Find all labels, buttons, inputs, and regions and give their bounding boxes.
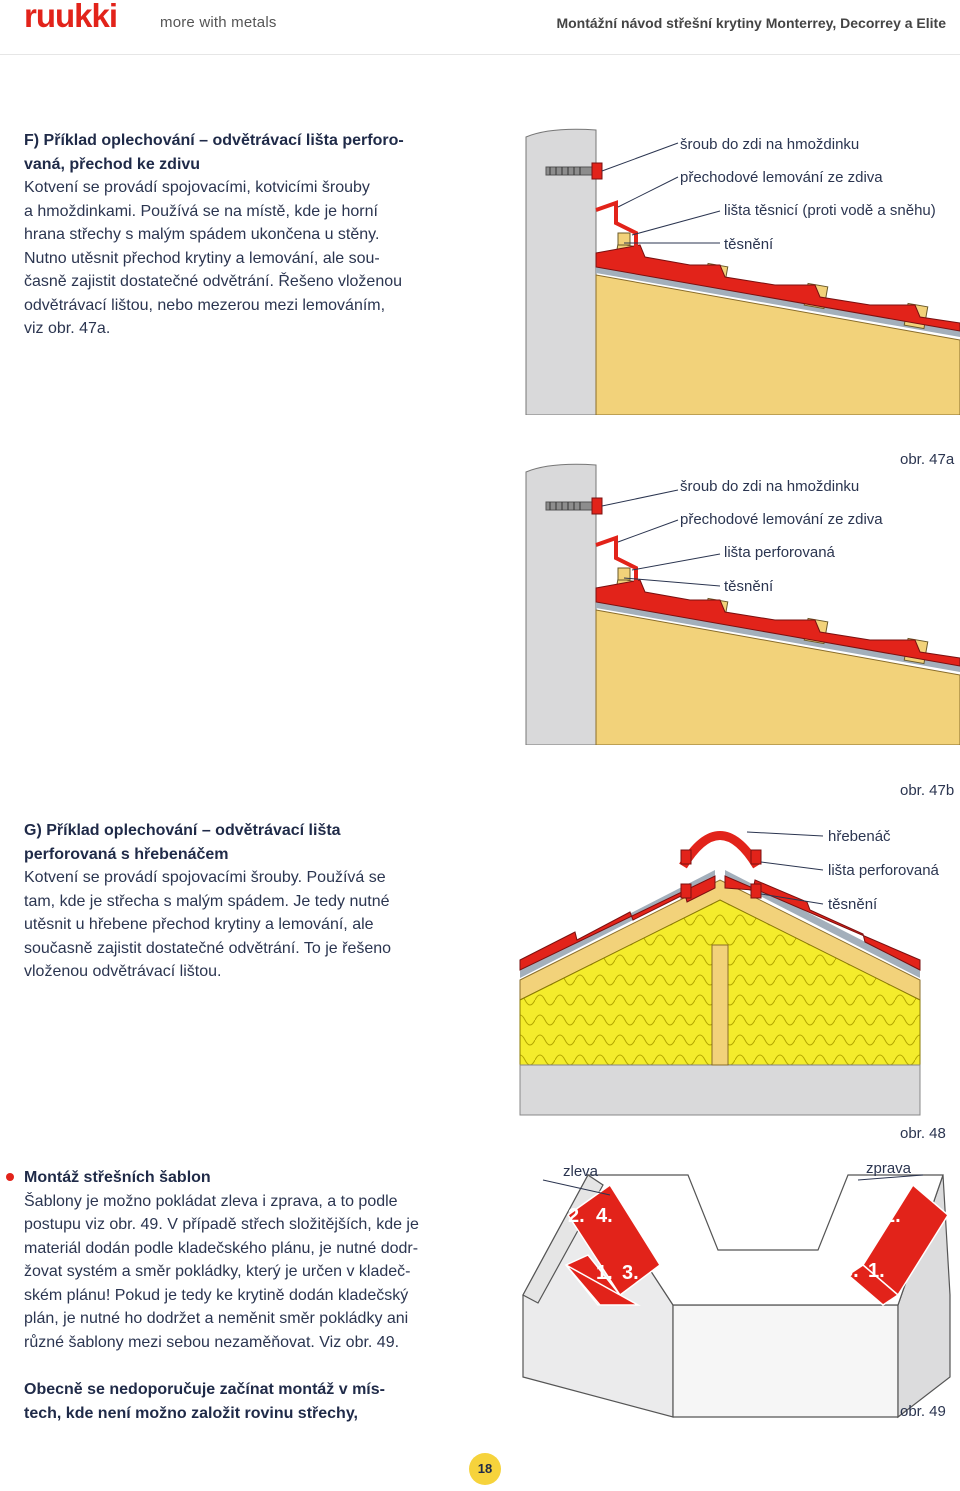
section-montaz-line: plán, je nutné ho dodržet a neměnit směr… bbox=[24, 1310, 409, 1327]
right-roof-sheets bbox=[846, 1183, 949, 1306]
roofing-sheet bbox=[595, 579, 960, 667]
section-montaz-line: žovat systém a směr pokládky, který je u… bbox=[24, 1263, 411, 1280]
section-f-line: viz obr. 47a. bbox=[24, 320, 111, 337]
section-f-line: odvětrávací lištou, nebo mezerou mezi le… bbox=[24, 296, 386, 314]
zprava-line bbox=[857, 1174, 924, 1181]
section-f-text: F) Příklad oplechování – odvětrávací liš… bbox=[24, 129, 464, 341]
fig49-label-left: zleva bbox=[563, 1163, 599, 1180]
fig49-right-number: 1. bbox=[868, 1260, 885, 1282]
flashing bbox=[595, 535, 638, 582]
leader-lines bbox=[601, 489, 721, 587]
ridge-post bbox=[711, 944, 729, 1066]
bullet-icon bbox=[6, 1173, 14, 1181]
section-montaz-line: ském plánu! Pokud je tedy ke krytině dod… bbox=[24, 1286, 409, 1304]
section-f-heading-line2: vaná, přechod ke zdivu bbox=[24, 155, 201, 173]
fig49-label-right: zprava bbox=[866, 1160, 912, 1177]
document-title: Montážní návod střešní krytiny Monterrey… bbox=[556, 15, 946, 31]
section-g-heading-line1: G) Příklad oplechování – odvětrávací liš… bbox=[24, 822, 341, 839]
seal-strip bbox=[617, 232, 631, 246]
fig49-left-number: 2. bbox=[568, 1205, 585, 1227]
section-g-line: tam, kde je střecha s malým spádem. Je t… bbox=[24, 892, 390, 910]
note-line1: Obecně se nedoporučuje začínat montáž v … bbox=[24, 1381, 385, 1398]
leader-lines bbox=[601, 142, 721, 244]
figure-47a-drawing bbox=[525, 128, 960, 415]
section-montaz-text: Montáž střešních šablon Šablony je možno… bbox=[24, 1166, 464, 1354]
fig49-right-number: 2. bbox=[884, 1205, 901, 1227]
fig48-caption: obr. 48 bbox=[900, 1125, 946, 1142]
seal-strip bbox=[617, 567, 631, 581]
header-divider bbox=[0, 54, 960, 55]
ridge-cap bbox=[679, 831, 761, 869]
figure-49-drawing bbox=[522, 1173, 951, 1419]
fig48-label-seal: těsnění bbox=[828, 896, 878, 913]
section-montaz-heading: Montáž střešních šablon bbox=[24, 1169, 211, 1186]
fig49-left-number: 1. bbox=[596, 1262, 613, 1284]
wall-screw bbox=[545, 162, 603, 180]
wall-screw bbox=[545, 497, 603, 515]
underlay-membrane bbox=[596, 267, 960, 337]
fig47b-caption: obr. 47b bbox=[900, 782, 955, 799]
tagline: more with metals bbox=[160, 14, 277, 31]
fig48-label-ridge-cap: hřebenáč bbox=[828, 828, 891, 845]
underlay-membrane bbox=[596, 602, 960, 672]
rafter bbox=[595, 609, 960, 745]
fig47a-label-seal: těsnění bbox=[724, 236, 774, 253]
section-g-line: vloženou odvětrávací lištou. bbox=[24, 963, 222, 980]
fig49-left-number: 4. bbox=[596, 1205, 613, 1227]
section-f-line: a hmoždinkami. Používá se na místě, kde … bbox=[24, 202, 378, 220]
ceiling bbox=[519, 1064, 921, 1116]
fig49-left-number: 3. bbox=[622, 1262, 639, 1284]
fig47a-label-sealing-strip: lišta těsnicí (proti vodě a sněhu) bbox=[724, 202, 936, 219]
section-g-line: utěsnit u hřebene přechod krytiny a lemo… bbox=[24, 916, 374, 933]
roofing-sheet bbox=[595, 244, 960, 332]
fig49-right-number: 4. bbox=[858, 1205, 875, 1227]
section-g-line: současně zajistit dostatečné odvětrání. … bbox=[24, 939, 392, 957]
section-montaz-line: Šablony je možno pokládat zleva i zprava… bbox=[24, 1192, 398, 1210]
ruukki-logo: ruukki bbox=[24, 0, 118, 34]
section-g-heading-line2: perforovaná s hřebenáčem bbox=[24, 845, 229, 863]
section-f-line: Kotvení se provádí spojovacími, kotvicím… bbox=[24, 179, 370, 196]
section-montaz-line: různé šablony mezi sebou nezaměňovat. Vi… bbox=[24, 1333, 400, 1351]
leader-lines bbox=[746, 831, 824, 905]
page-number: 18 bbox=[469, 1453, 501, 1485]
fig47b-label-flashing: přechodové lemování ze zdiva bbox=[680, 511, 883, 528]
section-g-text: G) Příklad oplechování – odvětrávací liš… bbox=[24, 819, 464, 984]
section-montaz-note: Obecně se nedoporučuje začínat montáž v … bbox=[24, 1378, 464, 1425]
logo-text: ruukki bbox=[24, 0, 117, 34]
fig49-caption: obr. 49 bbox=[900, 1403, 946, 1420]
fig49-right-number: 3. bbox=[842, 1260, 859, 1282]
house-outline bbox=[522, 1173, 951, 1419]
section-f-line: časně zajistit dostatečné odvětrání. Řeš… bbox=[24, 273, 403, 290]
section-f-line: Nutno utěsnit přechod krytiny a lemování… bbox=[24, 249, 380, 267]
fig47a-caption: obr. 47a bbox=[900, 451, 955, 468]
fig47b-label-seal: těsnění bbox=[724, 578, 774, 595]
zleva-line bbox=[542, 1179, 611, 1196]
figure-47b-drawing bbox=[525, 463, 960, 745]
section-montaz-line: postupu viz obr. 49. V případě střech sl… bbox=[24, 1216, 419, 1233]
section-f-line: hrana střechy s malým spádem ukončena u … bbox=[24, 226, 380, 243]
underlay-left bbox=[520, 870, 715, 978]
fig47b-label-perforated-strip: lišta perforovaná bbox=[724, 544, 835, 561]
section-montaz-line: materiál dodán podle kladečského plánu, … bbox=[24, 1239, 419, 1257]
fig47a-label-screw: šroub do zdi na hmoždinku bbox=[680, 136, 860, 153]
ridge-screws bbox=[680, 849, 762, 899]
fig47b-label-screw: šroub do zdi na hmoždinku bbox=[680, 478, 860, 495]
flashing bbox=[595, 200, 638, 247]
note-line2: tech, kde není možno založit rovinu stře… bbox=[24, 1404, 358, 1422]
fig47a-label-flashing: přechodové lemování ze zdiva bbox=[680, 169, 883, 186]
roofing-right bbox=[724, 875, 921, 971]
fig48-label-perforated-strip: lišta perforovaná bbox=[828, 862, 939, 879]
figure-48-drawing bbox=[519, 831, 921, 1116]
section-f-heading-line1: F) Příklad oplechování – odvětrávací liš… bbox=[24, 132, 404, 149]
section-g-line: Kotvení se provádí spojovacími šrouby. P… bbox=[24, 869, 386, 886]
rafter bbox=[595, 274, 960, 415]
left-roof-sheets bbox=[564, 1183, 662, 1306]
